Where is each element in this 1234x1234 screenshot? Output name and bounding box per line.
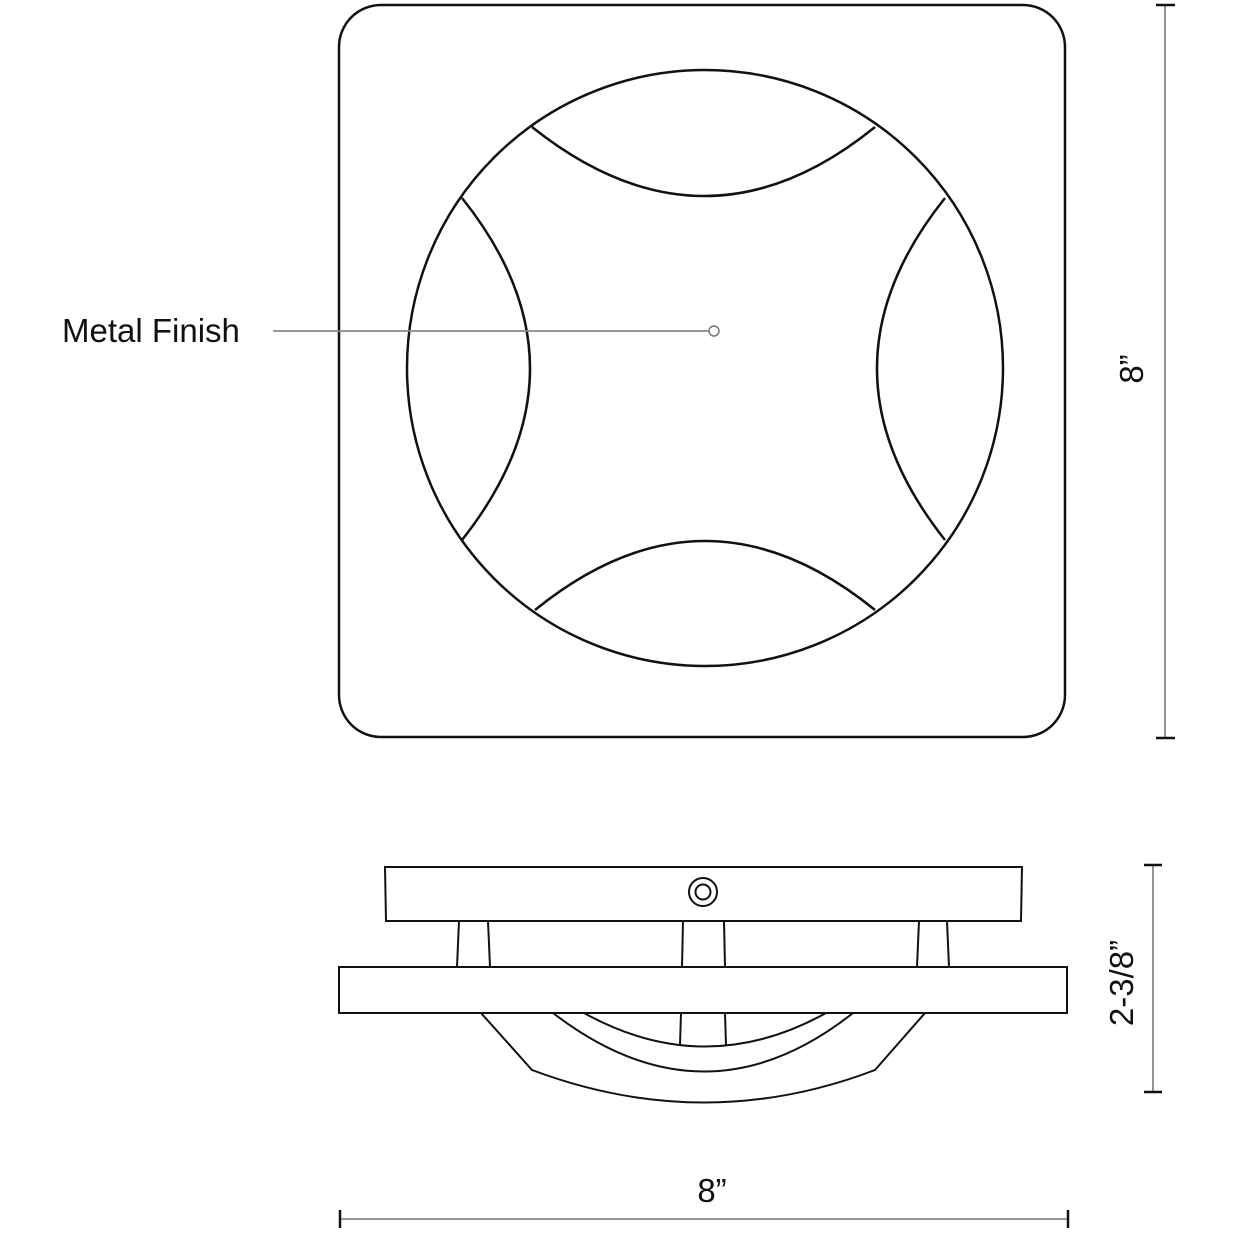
leader-dot-icon	[708, 325, 720, 337]
width-dimension-label: 8”	[697, 1172, 727, 1209]
top-view	[337, 3, 1067, 739]
round-diffuser-outline	[405, 68, 1005, 668]
outer-shade-outline	[480, 1012, 926, 1104]
left-arc-segment	[461, 197, 532, 541]
metal-finish-label: Metal Finish	[62, 312, 240, 349]
right-arc-segment	[875, 197, 946, 541]
metal-finish-callout	[273, 325, 720, 337]
set-screw-outer-icon	[688, 877, 718, 907]
bottom-arc-segment	[534, 539, 876, 611]
center-post-lower	[679, 1012, 727, 1046]
top-arc-segment	[531, 126, 876, 198]
middle-arc	[552, 1012, 854, 1073]
square-plate-outline	[337, 3, 1067, 739]
depth-dimension	[1144, 863, 1162, 1094]
height-dimension-label: 8”	[1113, 354, 1150, 384]
top-canopy-plate	[383, 866, 1024, 922]
height-dimension	[1156, 3, 1175, 740]
left-post	[456, 920, 491, 968]
center-post	[681, 920, 726, 968]
width-dimension	[338, 1210, 1070, 1228]
depth-dimension-label: 2-3/8”	[1103, 939, 1140, 1027]
lower-plate	[338, 966, 1068, 1014]
side-view	[338, 866, 1068, 1104]
right-post	[916, 920, 950, 968]
set-screw-inner-icon	[694, 883, 712, 901]
inner-arc	[583, 1012, 827, 1048]
